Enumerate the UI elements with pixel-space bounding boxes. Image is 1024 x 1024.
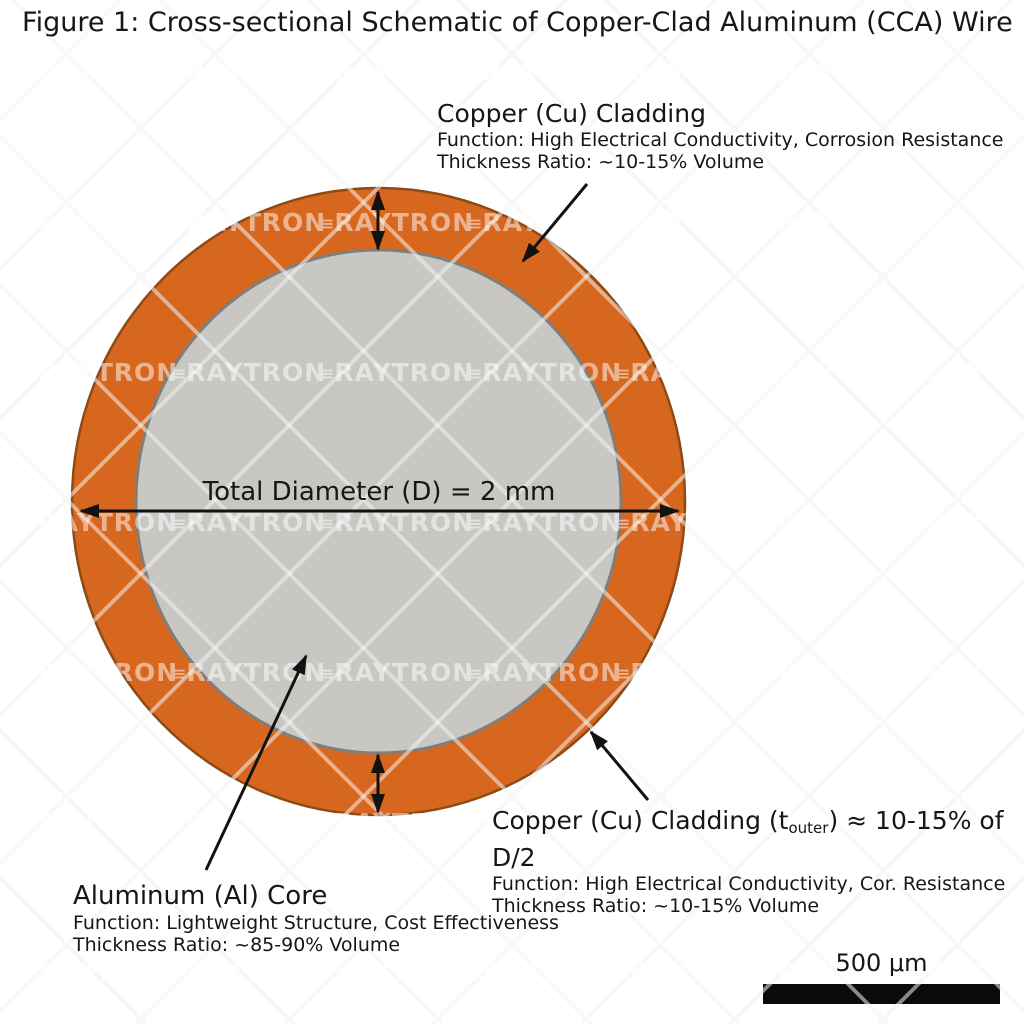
scale-bar: [763, 984, 1000, 1004]
aluminum-pointer-arrow: [204, 654, 308, 871]
copper-top-pointer-arrow: [521, 183, 589, 263]
copper-bottom-pointer-arrow: [589, 730, 650, 801]
